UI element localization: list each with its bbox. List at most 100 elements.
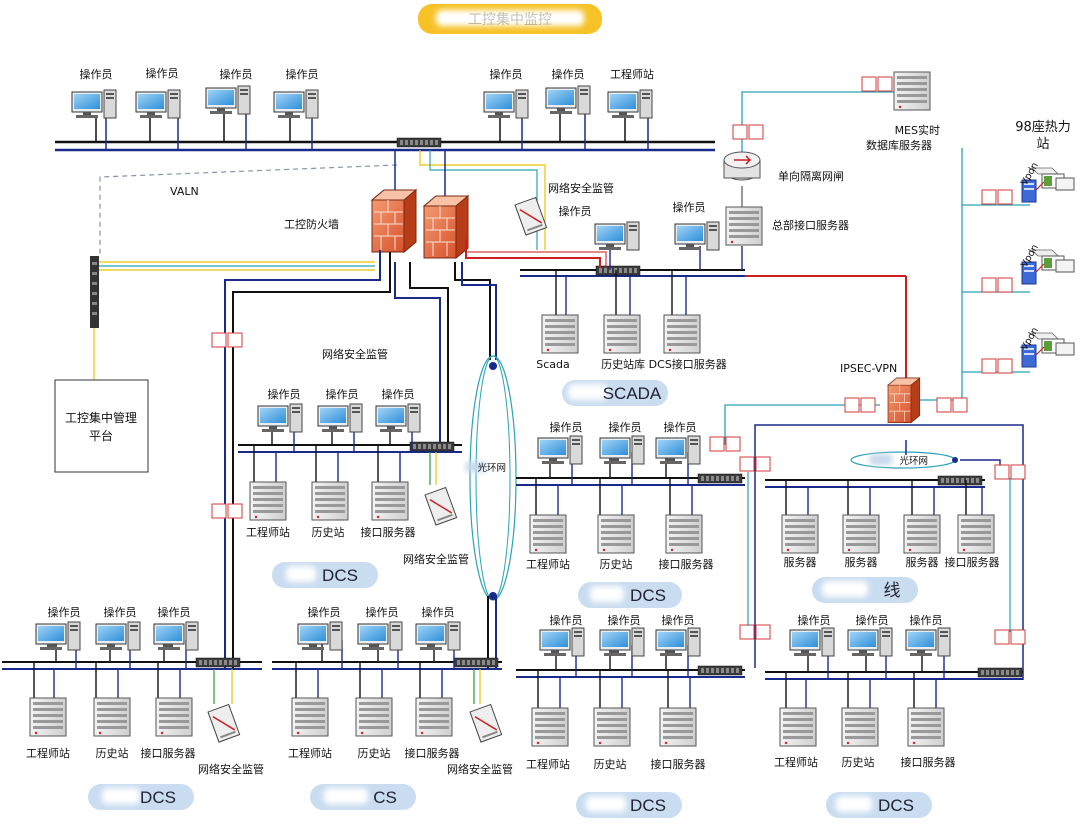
- bl2-netsec: [469, 703, 503, 743]
- ipsec-label: IPSEC-VPN: [840, 362, 897, 375]
- engineer-label: 工程师站: [610, 67, 654, 81]
- engineer-label: 工程师站: [526, 757, 570, 771]
- operator-label: 操作员: [664, 420, 697, 434]
- netsec-label: 网络安全监管: [198, 762, 264, 776]
- operator-label: 操作员: [609, 420, 642, 434]
- pill-bl2-text: CS: [373, 788, 397, 807]
- heating-station-3: Vpdn: [1019, 326, 1075, 368]
- mgmt-label-1: 工控集中管理: [65, 410, 137, 425]
- top-network: [55, 112, 715, 152]
- pinkbox-ring-5: [994, 629, 1026, 645]
- mid-center-ws-2: 操作员: [599, 420, 645, 465]
- operator-label: 操作员: [366, 605, 399, 619]
- scada-workstation-1: 操作员: [559, 204, 640, 251]
- interface-server-label: 接口服务器: [945, 556, 1000, 569]
- firewall-label: 工控防火墙: [284, 217, 339, 231]
- pinkbox-vpn-3: [981, 358, 1013, 374]
- interface-server-label: 接口服务器: [141, 747, 196, 760]
- heating-station-2: Vpdn: [1019, 243, 1075, 285]
- mid-left-ws-1: 操作员: [257, 387, 303, 433]
- bl1-srv-3: 接口服务器: [141, 697, 196, 760]
- ring-center: 光环网: [466, 355, 517, 668]
- mid-center-srv-3: 接口服务器: [659, 514, 714, 571]
- mid-left-srv-3: 接口服务器: [361, 481, 416, 539]
- page-title: 工控集中监控: [468, 11, 552, 28]
- operator-label: 操作员: [286, 67, 319, 81]
- netsec-label: 网络安全监管: [403, 552, 469, 566]
- bl1-netsec: [207, 703, 241, 743]
- bl4-ws-1: 操作员: [789, 613, 835, 657]
- mgmt-label-2: 平台: [89, 428, 113, 443]
- mid-left-srv-2: 历史站: [311, 481, 349, 539]
- mes-label-2: 数据库服务器: [866, 138, 932, 152]
- mid-center-ws-3: 操作员: [655, 420, 701, 465]
- history-label: 历史站: [842, 755, 875, 769]
- interface-server-label: 接口服务器: [659, 558, 714, 571]
- mid-left-srv-1: 工程师站: [246, 481, 290, 539]
- bl1-ws-3: 操作员: [153, 605, 199, 651]
- operator-label: 操作员: [550, 613, 583, 627]
- pill-mid-center-text: DCS: [630, 586, 666, 605]
- pinkbox-vpn-1: [981, 189, 1013, 205]
- operator-label: 操作员: [856, 613, 889, 627]
- netsec-label: 网络安全监管: [548, 181, 614, 195]
- top-workstation-4: 操作员: [273, 67, 319, 119]
- operator-label: 操作员: [220, 67, 253, 81]
- netsec-device-top: [514, 196, 548, 236]
- top-workstation-3: 操作员: [205, 67, 253, 115]
- operator-label: 操作员: [80, 67, 113, 81]
- mid-right-srv-2: 服务器: [842, 514, 880, 569]
- engineer-label: 工程师站: [288, 746, 332, 760]
- operator-label: 操作员: [662, 613, 695, 627]
- operator-label: 操作员: [490, 67, 523, 81]
- pill-bl1: DCS: [88, 784, 194, 810]
- mid-right-srv-1: 服务器: [781, 514, 819, 569]
- mid-center-ws-1: 操作员: [537, 420, 583, 465]
- monitor-links: [99, 150, 546, 271]
- engineer-label: 工程师站: [526, 557, 570, 571]
- history-label: 历史站: [358, 746, 391, 760]
- operator-label: 操作员: [158, 605, 191, 619]
- operator-label: 操作员: [559, 204, 592, 218]
- mid-left-ws-3: 操作员: [375, 387, 421, 433]
- ipsec-firewall: [887, 377, 921, 424]
- mes-label-1: MES实时: [895, 123, 940, 137]
- pinkbox-ring-3: [994, 464, 1026, 480]
- bl3-ws-2: 操作员: [599, 613, 645, 657]
- mid-center-srv-2: 历史站: [597, 514, 635, 571]
- pill-scada: SCADA: [562, 380, 668, 406]
- pill-bl3: DCS: [576, 792, 682, 818]
- bl1-ws-1: 操作员: [35, 605, 81, 651]
- mid-left-network: [238, 420, 462, 485]
- operator-label: 操作员: [608, 613, 641, 627]
- ring-right-lines: [754, 424, 1024, 680]
- operator-label: 操作员: [552, 67, 585, 81]
- pinkbox-left-2: [211, 503, 243, 519]
- scada-dcs-interface-server: [663, 314, 701, 354]
- hot98-label-2: 站: [1036, 137, 1049, 152]
- bl4-ws-3: 操作员: [905, 613, 951, 657]
- bl3-srv-1: 工程师站: [526, 707, 570, 771]
- pill-mid-left: DCS: [272, 562, 378, 588]
- heating-station-1: Vpdn: [1019, 161, 1075, 203]
- top-workstation-7: 工程师站: [607, 67, 654, 119]
- pill-bl2: CS: [310, 784, 416, 810]
- ring-right: 光环网: [850, 440, 958, 469]
- oneway-gateway-label: 单向隔离网闸: [778, 169, 844, 183]
- operator-label: 操作员: [798, 613, 831, 627]
- netsec-device-mid: [424, 486, 458, 526]
- ring-label: 光环网: [477, 462, 506, 474]
- pill-bl3-text: DCS: [630, 796, 666, 815]
- pinkbox-mes-1: [732, 124, 764, 140]
- bl1-ws-2: 操作员: [95, 605, 141, 651]
- operator-label: 操作员: [422, 605, 455, 619]
- top-workstation-5: 操作员: [483, 67, 529, 119]
- mgmt-platform-box: 工控集中管理 平台: [54, 379, 149, 473]
- mid-center-network: [516, 452, 745, 515]
- operator-label: 操作员: [673, 200, 706, 214]
- bl1-srv-1: 工程师站: [26, 697, 70, 760]
- pill-bl1-text: DCS: [140, 788, 176, 807]
- oneway-gateway: [723, 151, 761, 181]
- scada-server: [541, 314, 579, 354]
